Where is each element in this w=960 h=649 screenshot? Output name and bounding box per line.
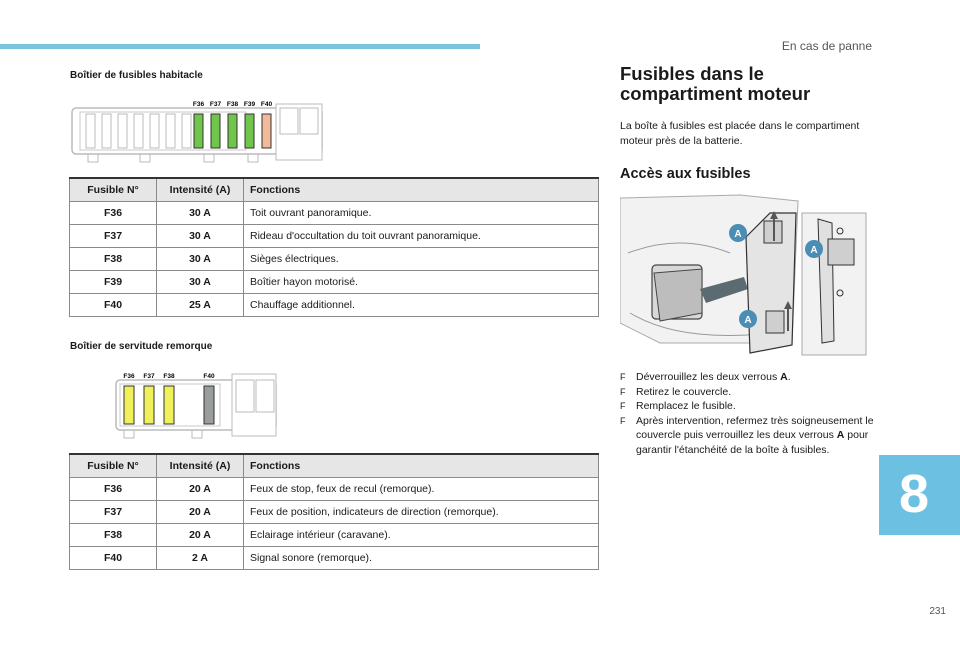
- engine-fuses-intro: La boîte à fusibles est placée dans le c…: [620, 120, 860, 147]
- fuse-amperage: 20 A: [156, 523, 244, 547]
- column-header: Fonctions: [243, 177, 599, 202]
- header-section-title: En cas de panne: [781, 39, 872, 53]
- fuse-amperage: 2 A: [156, 546, 244, 570]
- fuse-function: Boîtier hayon motorisé.: [243, 270, 599, 294]
- fuse-function: Rideau d'occultation du toit ouvrant pan…: [243, 224, 599, 248]
- trailer-fusebox-diagram: F36 F37 F38 F40: [115, 373, 277, 439]
- table-header-row: Fusible N° Intensité (A) Fonctions: [69, 177, 599, 202]
- lock-label-a: A: [734, 229, 741, 240]
- table-header-row: Fusible N° Intensité (A) Fonctions: [69, 453, 599, 478]
- fuse-f39: [244, 113, 255, 149]
- fuse-number: F39: [69, 270, 157, 294]
- fuse-label: F40: [261, 101, 273, 108]
- lock-label-a: A: [810, 245, 817, 256]
- column-header: Intensité (A): [156, 453, 244, 478]
- trailer-box-label: Boîtier de servitude remorque: [70, 341, 213, 352]
- header-accent-bar: [0, 44, 480, 49]
- engine-fusebox-illustration: A A A: [620, 194, 867, 356]
- fuse-amperage: 30 A: [156, 270, 244, 294]
- fuse-function: Signal sonore (remorque).: [243, 546, 599, 570]
- fuse-number: F37: [69, 500, 157, 524]
- fuse-label: F40: [203, 373, 215, 380]
- fuse-amperage: 30 A: [156, 224, 244, 248]
- fuse-amperage: 25 A: [156, 293, 244, 317]
- fuse-number: F36: [69, 201, 157, 225]
- column-header: Fonctions: [243, 453, 599, 478]
- fuse-amperage: 30 A: [156, 201, 244, 225]
- blank-fuse-slots: [85, 113, 192, 149]
- column-header: Fusible N°: [69, 177, 157, 202]
- fuse-label: F37: [143, 373, 155, 380]
- cabin-box-label: Boîtier de fusibles habitacle: [70, 70, 203, 81]
- fuse-label: F36: [123, 373, 135, 380]
- column-header: Fusible N°: [69, 453, 157, 478]
- engine-fuses-heading: Fusibles dans le compartiment moteur: [620, 63, 811, 104]
- bullet-marker-icon: F: [620, 386, 626, 397]
- fuse-number: F38: [69, 523, 157, 547]
- cabin-fusebox-diagram: F36 F37 F38 F39 F40: [71, 101, 323, 163]
- fuse-number: F37: [69, 224, 157, 248]
- fuse-f40: [203, 385, 215, 425]
- fuse-label: F38: [163, 373, 175, 380]
- fuse-f36: [123, 385, 135, 425]
- bullet-marker-icon: F: [620, 415, 626, 426]
- fuse-f38: [227, 113, 238, 149]
- fuse-label: F38: [227, 101, 239, 108]
- fuse-f36: [193, 113, 204, 149]
- fuse-label: F39: [244, 101, 256, 108]
- fuse-number: F40: [69, 546, 157, 570]
- fuse-label: F37: [210, 101, 222, 108]
- fuse-function: Chauffage additionnel.: [243, 293, 599, 317]
- fuse-number: F38: [69, 247, 157, 271]
- fuse-number: F40: [69, 293, 157, 317]
- lock-label-a: A: [744, 315, 751, 326]
- fuse-function: Eclairage intérieur (caravane).: [243, 523, 599, 547]
- fuse-function: Sièges électriques.: [243, 247, 599, 271]
- fuse-access-heading: Accès aux fusibles: [620, 166, 751, 182]
- column-header: Intensité (A): [156, 177, 244, 202]
- page-number: 231: [929, 606, 946, 617]
- fuse-label: F36: [193, 101, 205, 108]
- fuse-f37: [210, 113, 221, 149]
- bullet-marker-icon: F: [620, 401, 626, 411]
- fuse-f40: [261, 113, 272, 149]
- fuse-function: Feux de position, indicateurs de directi…: [243, 500, 599, 524]
- fuse-function: Toit ouvrant panoramique.: [243, 201, 599, 225]
- fuse-f38: [163, 385, 175, 425]
- chapter-tab: 8: [879, 455, 960, 535]
- fuse-amperage: 20 A: [156, 500, 244, 524]
- chapter-number: 8: [898, 464, 930, 524]
- fuse-amperage: 30 A: [156, 247, 244, 271]
- fuse-amperage: 20 A: [156, 477, 244, 501]
- fuse-function: Feux de stop, feux de recul (remorque).: [243, 477, 599, 501]
- fuse-f37: [143, 385, 155, 425]
- fuse-number: F36: [69, 477, 157, 501]
- bullet-marker-icon: F: [620, 372, 626, 382]
